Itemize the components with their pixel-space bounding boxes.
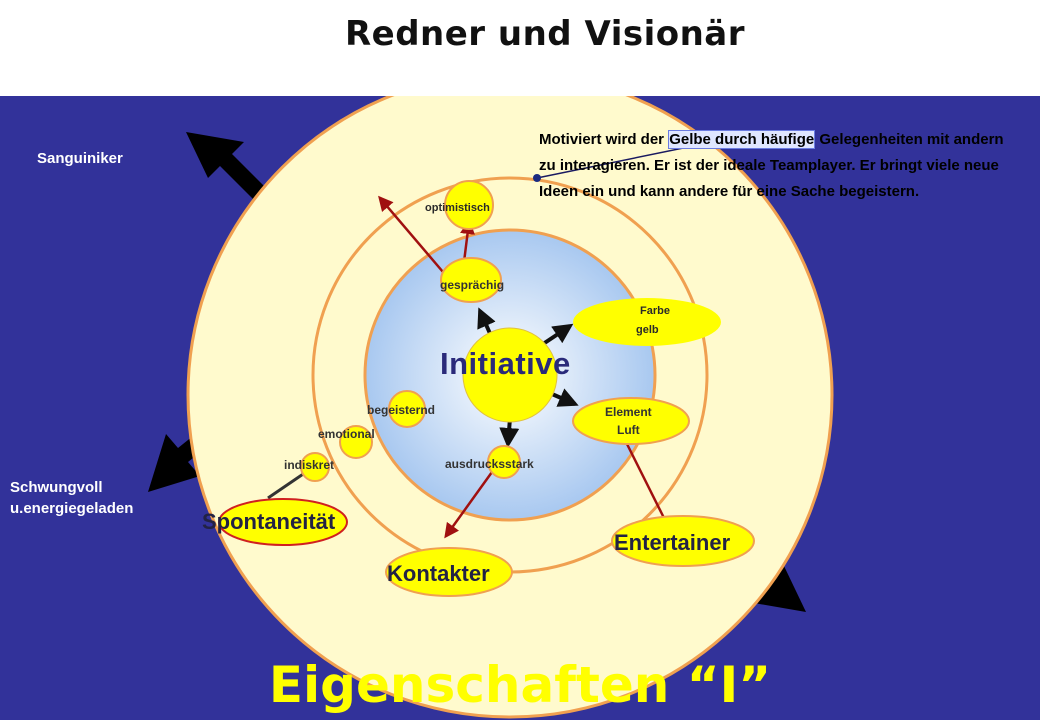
diagram-svg: [148, 96, 834, 719]
center-label-initiative: Initiative: [440, 346, 571, 381]
node-kontakter: [385, 547, 513, 597]
label-sanguiniker: Sanguiniker: [37, 150, 123, 167]
label-schwungvoll-1: Schwungvoll: [10, 479, 103, 496]
node-farbe: [573, 298, 721, 346]
node-gespraechig: [440, 257, 502, 303]
label-indiskret: indiskret: [284, 458, 335, 472]
header-bar: Redner und Visionär: [0, 0, 1040, 96]
description-after: Gelegenheiten mit andern zu interagieren…: [539, 131, 1004, 200]
page-title: Redner und Visionär: [344, 14, 746, 54]
description-leader-line: [536, 144, 699, 179]
arrow-center-farbe: [538, 323, 574, 348]
node-element: [572, 397, 690, 445]
label-emotional: emotional: [318, 427, 375, 441]
line-element-entertainer: [625, 443, 668, 523]
label-spontaneitaet: Spontaneität: [202, 509, 336, 534]
label-kontakter: Kontakter: [387, 561, 490, 586]
arrow-to-outer-top: [378, 195, 444, 273]
footer-title: Eigenschaften “I”: [268, 656, 772, 714]
description-highlight: Gelbe durch häufige: [668, 130, 816, 149]
arrow-up-left-icon: [186, 132, 274, 208]
label-schwungvoll-2: u.energiegeladen: [10, 500, 134, 517]
diagram-stage: Sanguiniker Schwungvoll u.energiegeladen…: [0, 96, 1040, 720]
label-optimistisch: optimistisch: [425, 202, 490, 214]
node-optimistisch: [444, 180, 494, 230]
node-emotional: [339, 425, 373, 459]
center-node: [462, 327, 558, 423]
description-before: Motiviert wird der: [539, 131, 669, 148]
label-element-1: Element: [605, 405, 652, 419]
node-indiskret: [300, 452, 330, 482]
label-ausdrucksstark: ausdrucksstark: [445, 457, 534, 471]
node-spontaneitaet: [218, 498, 348, 546]
label-entertainer: Entertainer: [614, 530, 731, 555]
label-begeisternd: begeisternd: [367, 403, 436, 417]
description-text: Motiviert wird der Gelbe durch häufige G…: [539, 127, 1009, 205]
arrow-to-kontakter: [444, 471, 494, 539]
label-farbe-2: gelb: [636, 324, 659, 336]
label-farbe-1: Farbe: [640, 305, 670, 317]
label-gespraechig: gesprächig: [440, 278, 505, 292]
node-entertainer: [611, 515, 755, 567]
label-element-2: Luft: [617, 423, 640, 437]
description-leader-dot: [533, 174, 541, 182]
node-ausdrucksstark: [487, 445, 521, 479]
node-begeisternd: [388, 390, 426, 428]
